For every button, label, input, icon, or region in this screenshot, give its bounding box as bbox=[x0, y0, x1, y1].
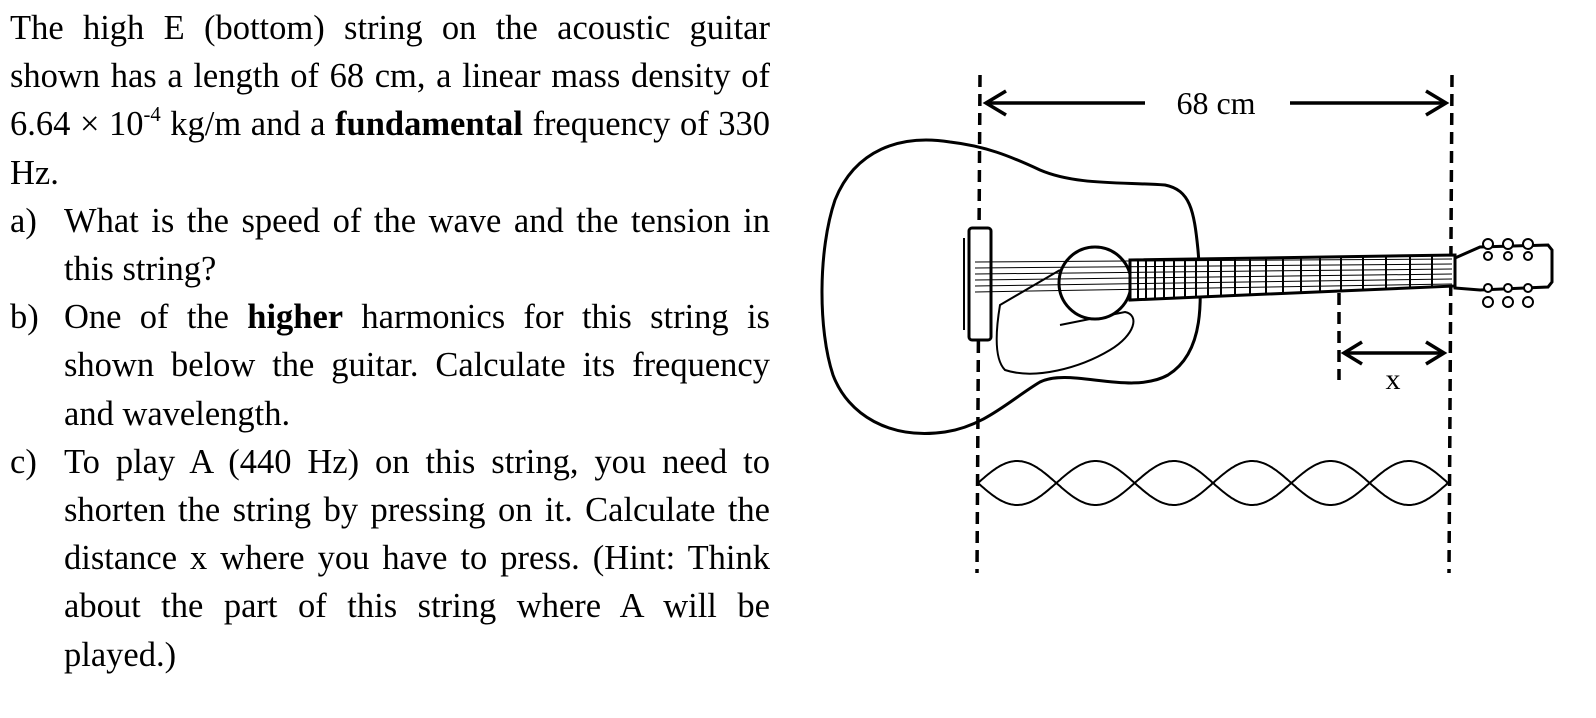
intro-text-2: kg/m and a bbox=[160, 105, 336, 144]
question-b-bold-higher: higher bbox=[247, 298, 344, 337]
question-c-letter: c) bbox=[10, 442, 37, 481]
standing-wave bbox=[977, 460, 1449, 506]
question-b-text: One of the higher harmonics for this str… bbox=[64, 293, 770, 438]
length-label: 68 cm bbox=[1176, 85, 1255, 121]
question-c-text: To play A (440 Hz) on this string, you n… bbox=[64, 442, 770, 674]
length-dimension-arrow bbox=[982, 89, 1450, 117]
intro-text-1: The high E (bottom) string on the acoust… bbox=[10, 9, 770, 144]
question-a-letter: a) bbox=[10, 201, 37, 240]
question-a-text: What is the speed of the wave and the te… bbox=[64, 201, 770, 289]
sound-hole bbox=[1057, 245, 1133, 321]
question-a: a) What is the speed of the wave and the… bbox=[10, 197, 770, 293]
question-b: b) One of the higher harmonics for this … bbox=[10, 293, 770, 438]
wave-lower-envelope bbox=[977, 460, 1449, 506]
x-label: x bbox=[1386, 363, 1401, 396]
question-b-letter: b) bbox=[10, 298, 39, 337]
problem-text: The high E (bottom) string on the acoust… bbox=[10, 4, 770, 679]
tuning-pegs bbox=[1482, 238, 1534, 308]
question-b-text-2: harmonics for this string is shown below… bbox=[64, 298, 770, 433]
guitar-pickguard bbox=[995, 269, 1135, 375]
intro-text-3: frequency of 330 Hz. bbox=[10, 105, 770, 192]
question-c: c) To play A (440 Hz) on this string, yo… bbox=[10, 438, 770, 679]
x-dimension-arrow bbox=[1340, 340, 1448, 366]
right-dashed-line bbox=[1447, 74, 1454, 574]
guitar-body bbox=[820, 138, 1202, 435]
guitar-headstock bbox=[1453, 243, 1554, 292]
intro-exponent: -4 bbox=[143, 103, 161, 126]
guitar-bridge bbox=[967, 226, 993, 342]
question-b-text-1: One of the bbox=[64, 298, 248, 337]
intro-bold-fundamental: fundamental bbox=[335, 105, 523, 144]
guitar-strings bbox=[974, 258, 1453, 293]
question-list: a) What is the speed of the wave and the… bbox=[10, 197, 770, 679]
problem-intro: The high E (bottom) string on the acoust… bbox=[10, 4, 770, 197]
